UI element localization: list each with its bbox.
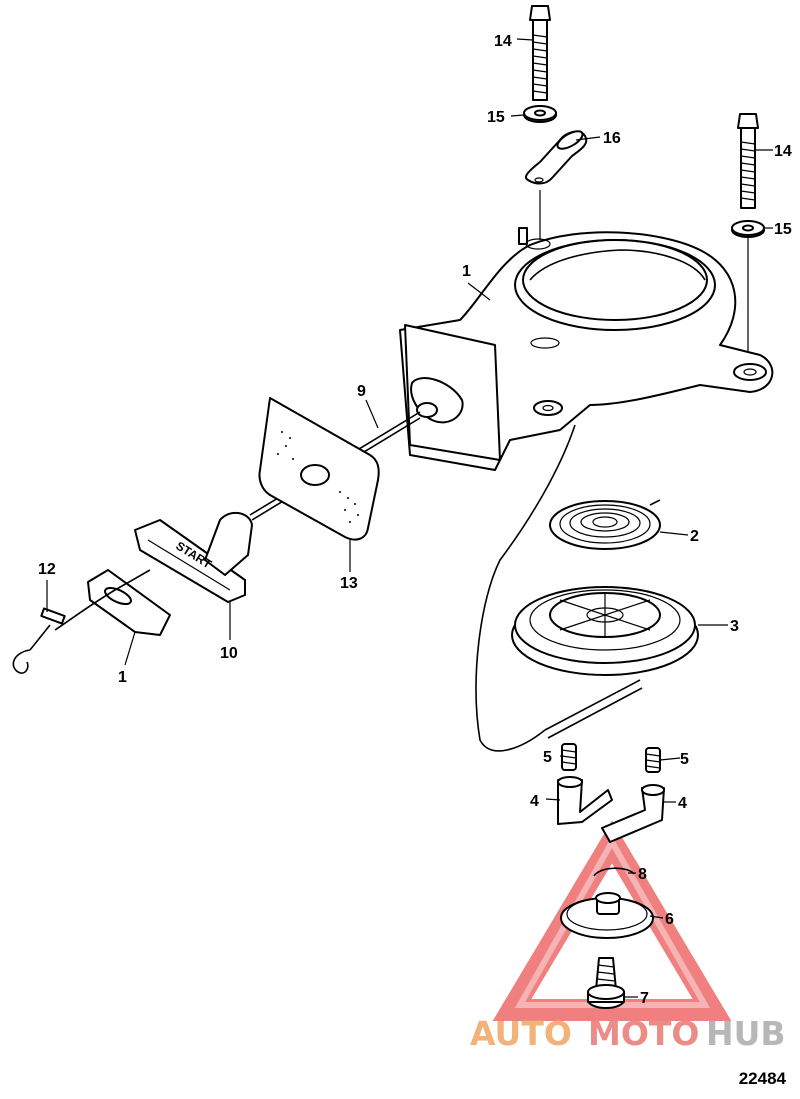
- callout-9: 9: [357, 383, 366, 400]
- callout-labels: 14 15 16 14 15 1 9 2 13 12 3 10 1 5 5 4 …: [38, 33, 792, 1007]
- rope-retainer-1: [54, 569, 171, 636]
- start-handle-10: START: [134, 511, 253, 603]
- rope-guide-plate-13: [258, 397, 380, 541]
- callout-10: 10: [220, 645, 238, 662]
- callout-3: 3: [730, 618, 739, 635]
- washer-15-right: [731, 220, 765, 238]
- watermark-text-moto: MOTO: [588, 1014, 699, 1053]
- callout-5-left: 5: [543, 749, 552, 766]
- callout-15-left: 15: [487, 109, 505, 126]
- callout-16: 16: [603, 130, 621, 147]
- pawl-spring-5-right: [645, 747, 661, 773]
- anchor-hook-12: [12, 607, 66, 674]
- bolt-14-left: [529, 5, 551, 101]
- screw-7: [587, 957, 625, 1009]
- pawl-4-right: [601, 784, 665, 843]
- callout-7: 7: [640, 990, 649, 1007]
- pawl-4-left: [557, 776, 613, 825]
- leader-lines: [46, 38, 773, 998]
- callout-8: 8: [638, 866, 647, 883]
- pawl-retainer-6: [560, 892, 654, 939]
- callout-15-right: 15: [774, 221, 792, 238]
- callout-1-housing: 1: [462, 263, 471, 280]
- recoil-spring-2: [549, 499, 661, 550]
- watermark-text-auto: AUTO: [470, 1014, 572, 1053]
- callout-6: 6: [665, 911, 674, 928]
- callout-5-right: 5: [680, 751, 689, 768]
- callout-14-right: 14: [774, 143, 792, 160]
- callout-4-left: 4: [530, 793, 539, 810]
- callout-4-right: 4: [678, 795, 687, 812]
- callout-12: 12: [38, 561, 56, 578]
- washer-15-left: [523, 105, 557, 123]
- starter-housing-1: [399, 227, 774, 471]
- figure-number: 22484: [738, 1069, 786, 1088]
- callout-2: 2: [690, 528, 699, 545]
- callout-1-retainer: 1: [118, 669, 127, 686]
- bolt-14-right: [737, 113, 759, 209]
- callout-14-left: 14: [494, 33, 512, 50]
- watermark-logo: AUTO MOTO HUB: [470, 1014, 786, 1053]
- watermark-text-hub: HUB: [706, 1014, 786, 1053]
- lock-plate-16: [524, 130, 588, 185]
- callout-13: 13: [340, 575, 358, 592]
- rope-pulley-3: [511, 586, 699, 676]
- pawl-spring-5-left: [561, 743, 577, 771]
- clip-8: [593, 867, 635, 877]
